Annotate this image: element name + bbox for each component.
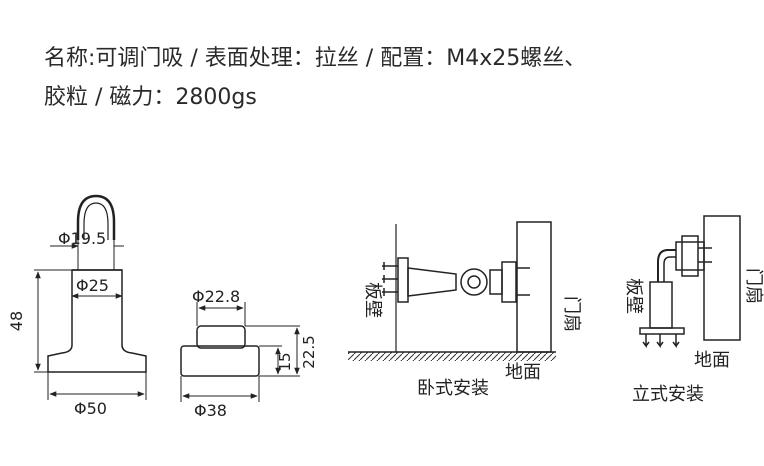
- vertical-install-caption: 立式安装: [632, 384, 704, 405]
- dim-total-height: 22.5: [300, 335, 318, 368]
- vertical-install-diagram: [639, 215, 741, 349]
- spec-line-1: 名称:可调门吸 / 表面处理：拉丝 / 配置：M4x25螺丝、: [44, 46, 587, 71]
- horizontal-floor-label: 地面: [505, 362, 541, 383]
- horizontal-install-caption: 卧式安装: [417, 378, 489, 399]
- spec-line-2: 胶粒 / 磁力：2800gs: [44, 85, 257, 110]
- dim-lower-height: 15: [276, 352, 294, 371]
- dim-height: 48: [7, 311, 26, 331]
- dim-top-diameter: Φ22.8: [192, 287, 240, 306]
- dim-post-diameter: Φ25: [76, 276, 109, 295]
- vertical-door-label: 门扇: [743, 268, 764, 304]
- horizontal-wall-label: 板壁: [362, 282, 383, 318]
- door-stop-dimensions: [34, 243, 147, 400]
- dim-base-diameter: Φ50: [74, 399, 107, 418]
- magnet-base-dimensions: [180, 302, 300, 402]
- dim-hook-diameter: Φ19.5: [58, 229, 106, 248]
- dim-bottom-diameter: Φ38: [194, 401, 227, 420]
- vertical-floor-label: 地面: [694, 350, 730, 371]
- magnet-base-view: [180, 325, 260, 377]
- horizontal-door-label: 门扇: [561, 296, 582, 332]
- vertical-wall-label: 板壁: [623, 278, 644, 314]
- horizontal-install-diagram: [348, 221, 556, 361]
